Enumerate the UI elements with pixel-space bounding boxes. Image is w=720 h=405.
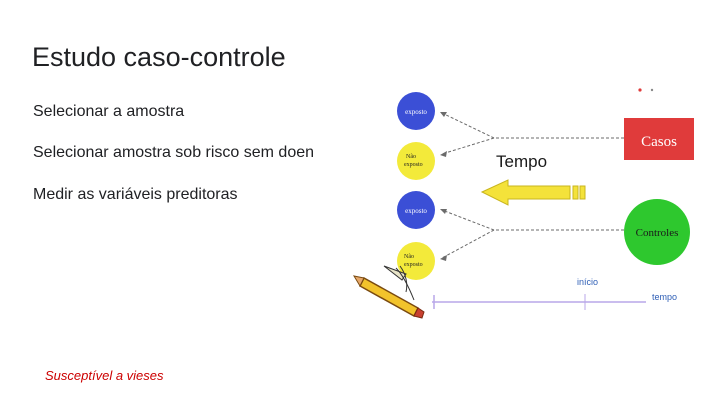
timeline-end-label: tempo — [652, 292, 677, 302]
case-arrows — [441, 112, 624, 259]
cases-box: Casos — [624, 118, 694, 160]
controls-label: Controles — [636, 227, 679, 239]
slide-title: Estudo caso-controle — [32, 42, 286, 72]
bullet-select-at-risk-sample: Selecionar amostra sob risco sem doen — [33, 144, 315, 161]
controls-circle: Controles — [624, 199, 690, 265]
bullet-measure-predictors: Medir as variáveis preditoras — [33, 186, 238, 203]
exposed-circle-2: exposto — [397, 191, 435, 229]
footer-note: Susceptível a vieses — [45, 368, 164, 383]
bullet-select-sample: Selecionar a amostra — [33, 103, 185, 120]
unexposed-circle-1: Não exposto — [397, 142, 435, 180]
mark-dot — [650, 88, 654, 92]
time-arrow — [480, 179, 586, 206]
timeline: início tempo — [432, 277, 677, 310]
cases-label: Casos — [641, 134, 677, 150]
diagram-svg: exposto Não exposto exposto Não exposto … — [352, 88, 694, 319]
pencil-icon — [352, 265, 425, 319]
exposed-label: exposto — [405, 207, 427, 215]
exposed-label: exposto — [405, 108, 427, 116]
timeline-start-label: início — [577, 277, 598, 287]
arrowheads — [440, 112, 447, 261]
unexposed-label-line2: exposto — [404, 162, 423, 168]
unexposed-label-line2: exposto — [404, 262, 423, 268]
unexposed-label-line1: Não — [406, 154, 416, 160]
unexposed-circle-2: Não exposto — [397, 242, 435, 280]
mark-dot — [638, 88, 642, 92]
unexposed-label-line1: Não — [404, 254, 414, 260]
exposed-circle-1: exposto — [397, 92, 435, 130]
time-label: Tempo — [496, 152, 547, 171]
case-control-diagram: exposto Não exposto exposto Não exposto … — [344, 80, 720, 330]
